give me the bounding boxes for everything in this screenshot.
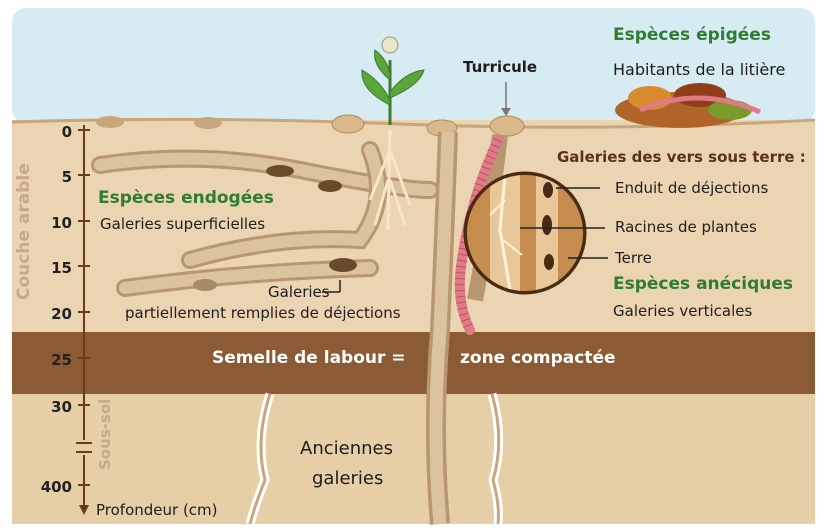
surface-cast	[332, 115, 364, 133]
surface-cast	[194, 117, 222, 129]
turricule-cast	[490, 116, 524, 136]
aneciques-title: Espèces anéciques	[613, 276, 793, 293]
anciennes-galeries-label-2: galeries	[312, 470, 383, 488]
semelle-label: Semelle de labour =	[212, 350, 406, 367]
aneciques-subtitle: Galeries verticales	[613, 304, 752, 319]
depth-tick: 20	[28, 305, 72, 323]
galeries-partielles-label: Galeries	[268, 285, 330, 300]
terre-label: Terre	[615, 251, 652, 266]
endogees-subtitle: Galeries superficielles	[100, 217, 265, 232]
sous-sol-label: Sous-sol	[96, 399, 114, 470]
racines-label: Racines de plantes	[615, 220, 757, 235]
hardpan-layer	[12, 332, 815, 394]
endogees-title: Espèces endogées	[98, 190, 274, 207]
surface-cast	[96, 116, 124, 128]
depth-tick: 10	[28, 214, 72, 232]
enduit-label: Enduit de déjections	[615, 181, 768, 196]
galeries-sous-terre-label: Galeries des vers sous terre :	[557, 150, 806, 165]
galeries-partielles-label-2: partiellement remplies de déjections	[125, 306, 401, 321]
depth-tick: 30	[28, 398, 72, 416]
couche-arable-label: Couche arable	[14, 163, 34, 300]
zone-compactee-label: zone compactée	[460, 350, 616, 367]
depth-tick: 5	[28, 168, 72, 186]
turricule-label: Turricule	[463, 60, 537, 75]
depth-tick: 0	[28, 123, 72, 141]
depth-tick: 25	[28, 351, 72, 369]
depth-tick: 400	[28, 478, 72, 496]
anciennes-galeries-label: Anciennes	[300, 440, 393, 458]
epigees-subtitle: Habitants de la litière	[613, 62, 785, 78]
epigees-title: Espèces épigées	[613, 27, 771, 44]
depth-tick: 15	[28, 259, 72, 277]
profondeur-label: Profondeur (cm)	[96, 503, 218, 518]
